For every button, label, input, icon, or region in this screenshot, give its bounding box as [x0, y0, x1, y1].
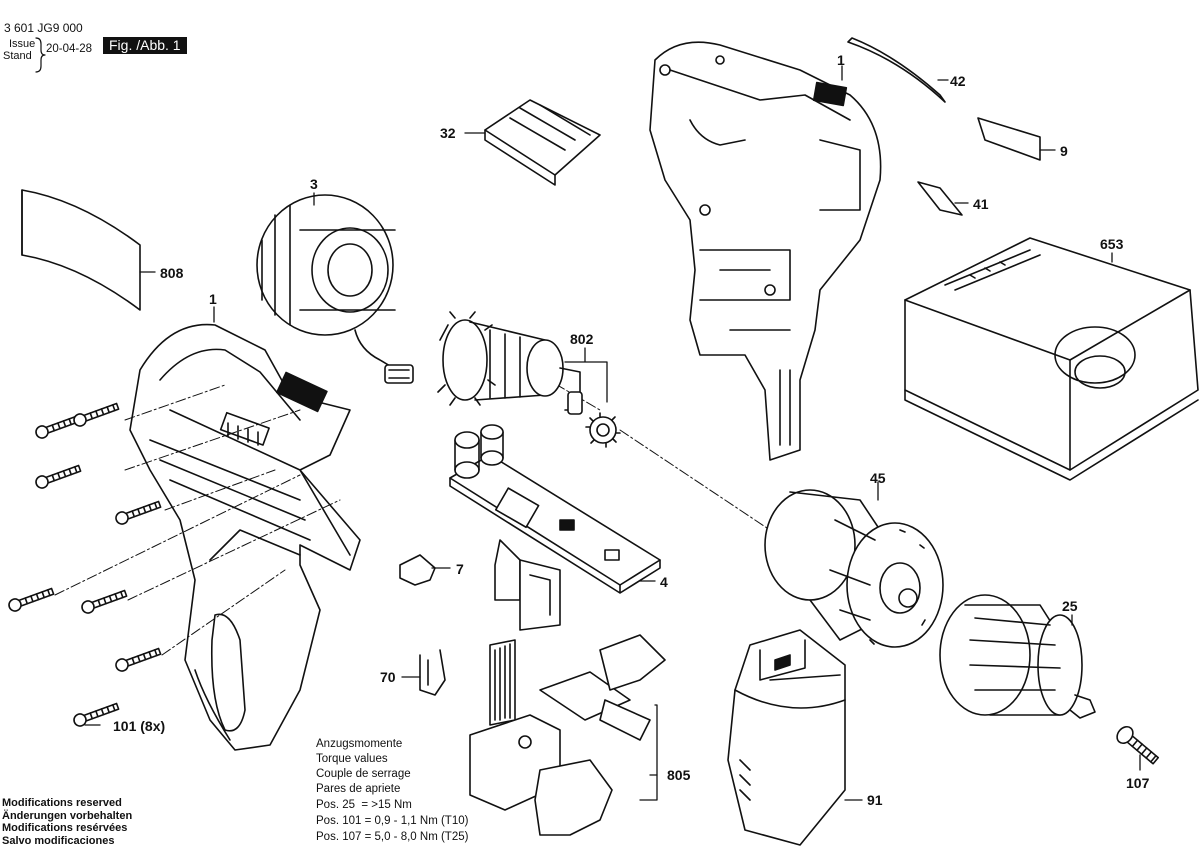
torque-line: Pos. 25 = >15 Nm	[316, 799, 412, 811]
callout-653: 653	[1100, 236, 1124, 252]
callout-3: 3	[310, 176, 318, 192]
motor-armature-802	[437, 311, 621, 448]
label-sheet-808	[21, 189, 141, 311]
modifications-line: Änderungen vorbehalten	[2, 809, 133, 822]
spring-clip-70	[419, 649, 446, 696]
modifications-line: Salvo modificaciones	[2, 834, 115, 847]
callout-41: 41	[973, 196, 989, 212]
callout-101: 101 (8x)	[113, 718, 166, 734]
housing-half-left-1	[129, 323, 361, 751]
issue-label: Issue	[9, 38, 36, 50]
clip-7	[399, 554, 436, 586]
battery-pack-91	[727, 629, 846, 846]
callout-25: 25	[1062, 598, 1078, 614]
screws-101	[8, 402, 162, 727]
torque-line: Anzugsmomente	[316, 738, 403, 750]
callout-91: 91	[867, 792, 883, 808]
switch-assembly-805	[469, 634, 666, 836]
label-41	[917, 181, 963, 216]
callout-802: 802	[570, 331, 594, 347]
torque-line: Pares de apriete	[316, 783, 401, 795]
torque-line: Torque values	[316, 753, 388, 765]
callout-808: 808	[160, 265, 184, 281]
label-9	[977, 117, 1041, 161]
callout-805: 805	[667, 767, 691, 783]
callout-9: 9	[1060, 143, 1068, 159]
electronics-board-4	[449, 424, 661, 631]
modifications-notice: Modifications reserved Änderungen vorbeh…	[2, 797, 132, 847]
issue-bracket	[35, 37, 46, 73]
motor-stator-3	[256, 194, 414, 384]
modifications-line: Modifications resérvées	[2, 822, 128, 834]
callout-42: 42	[950, 73, 966, 89]
switch-slider-32	[484, 99, 601, 186]
housing-half-right-1	[649, 41, 882, 461]
issue-date: 20-04-28	[46, 43, 93, 55]
callout-1-left: 1	[209, 291, 217, 307]
modifications-line: Modifications reserved	[2, 797, 122, 809]
assembly-lines	[54, 374, 771, 656]
gearbox-45	[764, 489, 944, 648]
leader-lines	[84, 65, 1141, 801]
figure-tag: Fig. /Abb. 1	[103, 37, 187, 54]
label-42	[847, 37, 946, 103]
callout-107: 107	[1126, 775, 1150, 791]
callout-32: 32	[440, 125, 456, 141]
torque-line: Pos. 101 = 0,9 - 1,1 Nm (T10)	[316, 815, 469, 827]
callout-70: 70	[380, 669, 396, 685]
drill-chuck-25	[939, 594, 1096, 719]
callout-4: 4	[660, 574, 668, 590]
charger-653	[904, 237, 1199, 481]
stand-label: Stand	[3, 50, 32, 62]
torque-line: Pos. 107 = 5,0 - 8,0 Nm (T25)	[316, 831, 469, 843]
callout-1-right: 1	[837, 52, 845, 68]
callout-7: 7	[456, 561, 464, 577]
screw-107	[1116, 725, 1160, 765]
torque-line: Couple de serrage	[316, 768, 411, 780]
callout-45: 45	[870, 470, 886, 486]
drawing-number: 3 601 JG9 000	[4, 21, 83, 35]
